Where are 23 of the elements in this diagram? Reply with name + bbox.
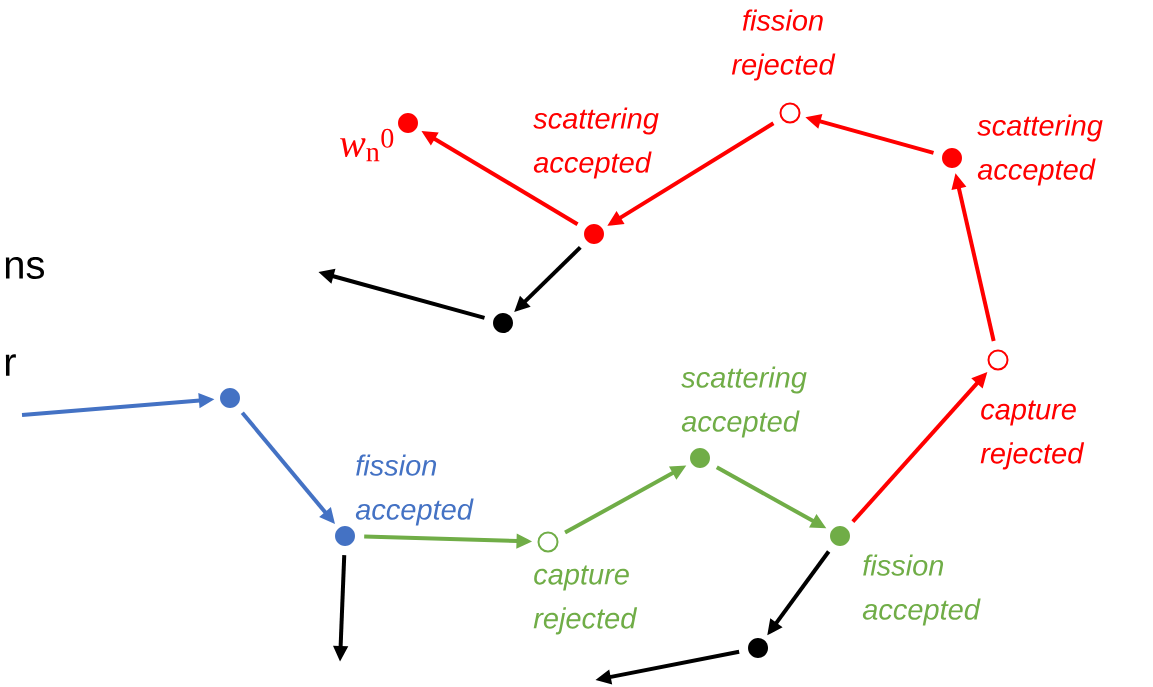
open-circle xyxy=(987,349,1009,371)
node-label: w$_{n}$$^{0}$ xyxy=(340,128,394,162)
node-label: capture rejected xyxy=(533,565,638,635)
node-label: fission rejected xyxy=(731,9,836,81)
dot xyxy=(690,448,710,468)
dot xyxy=(748,638,768,658)
dot xyxy=(942,148,962,168)
side-text: r xyxy=(5,354,16,376)
node-label: scattering accepted xyxy=(977,114,1103,186)
node-label: scattering accepted xyxy=(533,107,659,179)
dot xyxy=(335,526,355,546)
open-circle xyxy=(779,102,801,124)
node-label: capture rejected xyxy=(980,400,1085,470)
node-label: fission accepted xyxy=(355,454,474,526)
node-label: scattering accepted xyxy=(681,366,807,438)
dot xyxy=(398,113,418,133)
node-label: fission accepted xyxy=(862,554,981,626)
dot xyxy=(584,224,604,244)
open-circle xyxy=(537,531,559,553)
dot xyxy=(493,313,513,333)
side-text: ns xyxy=(5,257,44,279)
dot xyxy=(830,526,850,546)
dot xyxy=(220,388,240,408)
